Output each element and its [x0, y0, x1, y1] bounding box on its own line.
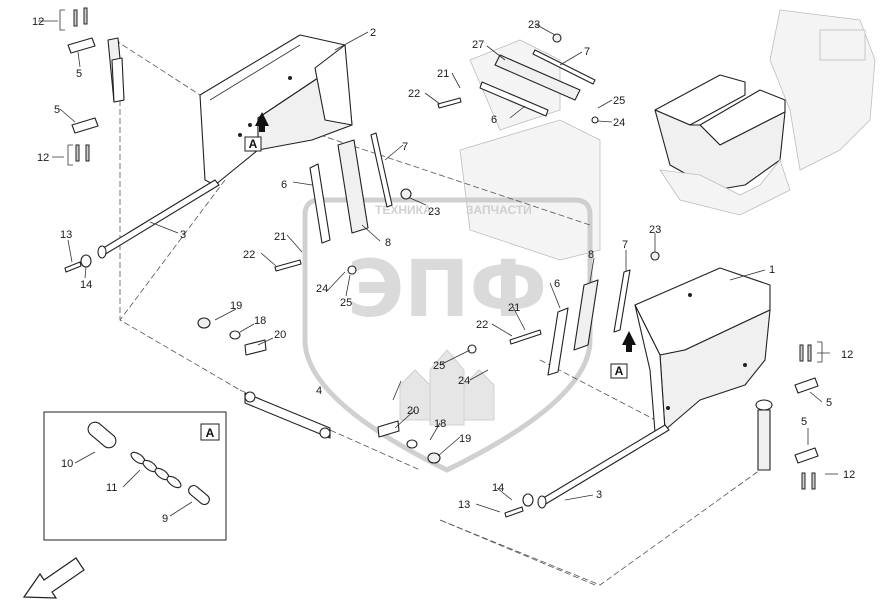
label-13: 13: [458, 499, 470, 511]
label-23: 23: [649, 224, 661, 236]
label-19: 19: [459, 433, 471, 445]
label-23: 23: [428, 206, 440, 218]
label-20: 20: [274, 329, 286, 341]
label-5: 5: [801, 416, 807, 428]
label-22: 22: [476, 319, 488, 331]
label-10: 10: [61, 458, 73, 470]
label-7: 7: [622, 239, 628, 251]
label-24: 24: [613, 117, 625, 129]
label-24: 24: [316, 283, 328, 295]
detail-a-marker: A: [206, 426, 215, 440]
label-19: 19: [230, 300, 242, 312]
plate-strip-group-left: [309, 132, 393, 244]
assembled-hopper-illustration: [654, 74, 791, 216]
watermark-right-word: ЗАПЧАСТИ: [466, 203, 532, 217]
label-25: 25: [433, 360, 445, 372]
hopper-left: [199, 34, 353, 186]
label-9: 9: [162, 513, 168, 525]
watermark-logo-text: ЭПФ: [347, 245, 547, 335]
label-2: 2: [370, 27, 376, 39]
label-14: 14: [80, 279, 92, 291]
label-11: 11: [106, 482, 117, 494]
label-3: 3: [596, 489, 602, 501]
label-6: 6: [281, 179, 287, 191]
rod-right: [537, 424, 670, 509]
label-25: 25: [613, 95, 625, 107]
view-a-arrow-right: A: [610, 331, 636, 379]
view-a-marker-right: A: [615, 364, 624, 378]
plate-strip-group-top: [479, 49, 596, 117]
label-23: 23: [528, 19, 540, 31]
view-a-arrow-left: A: [244, 112, 269, 152]
label-12: 12: [843, 469, 855, 481]
label-21: 21: [508, 302, 520, 314]
cylinder-left: [107, 37, 125, 103]
label-27: 27: [472, 39, 484, 51]
label-12: 12: [841, 349, 853, 361]
callout-labels: 12 5 5 12 2 3 13 14 7 6 8 21 22 24 25 23…: [32, 16, 855, 525]
label-24: 24: [458, 375, 470, 387]
hopper-right: [634, 267, 771, 433]
label-7: 7: [584, 46, 590, 58]
label-5: 5: [826, 397, 832, 409]
label-14: 14: [492, 482, 504, 494]
label-6: 6: [554, 278, 560, 290]
rod-left: [97, 179, 220, 259]
label-3: 3: [180, 229, 186, 241]
label-21: 21: [274, 231, 286, 243]
view-a-marker-left: A: [249, 137, 258, 151]
label-21: 21: [437, 68, 449, 80]
label-12: 12: [32, 16, 44, 28]
label-1: 1: [769, 264, 775, 276]
label-5: 5: [76, 68, 82, 80]
label-5: 5: [54, 104, 60, 116]
direction-arrow: [22, 557, 85, 599]
label-8: 8: [588, 249, 594, 261]
chain-link-parts: [87, 421, 210, 506]
label-22: 22: [408, 88, 420, 100]
detail-a-inset: A: [43, 411, 227, 541]
label-7: 7: [402, 141, 408, 153]
leader-lines: [38, 9, 838, 517]
plate-strip-group-right: [547, 269, 631, 376]
label-22: 22: [243, 249, 255, 261]
label-25: 25: [340, 297, 352, 309]
watermark-left-word: ТЕХНИКА: [375, 203, 432, 217]
label-8: 8: [385, 237, 391, 249]
label-6: 6: [491, 114, 497, 126]
label-18: 18: [254, 315, 266, 327]
label-4: 4: [316, 385, 322, 397]
label-20: 20: [407, 405, 419, 417]
label-12: 12: [37, 152, 49, 164]
link-bar: [244, 391, 331, 439]
label-13: 13: [60, 229, 72, 241]
label-18: 18: [434, 418, 446, 430]
cylinder-right: [755, 399, 773, 471]
